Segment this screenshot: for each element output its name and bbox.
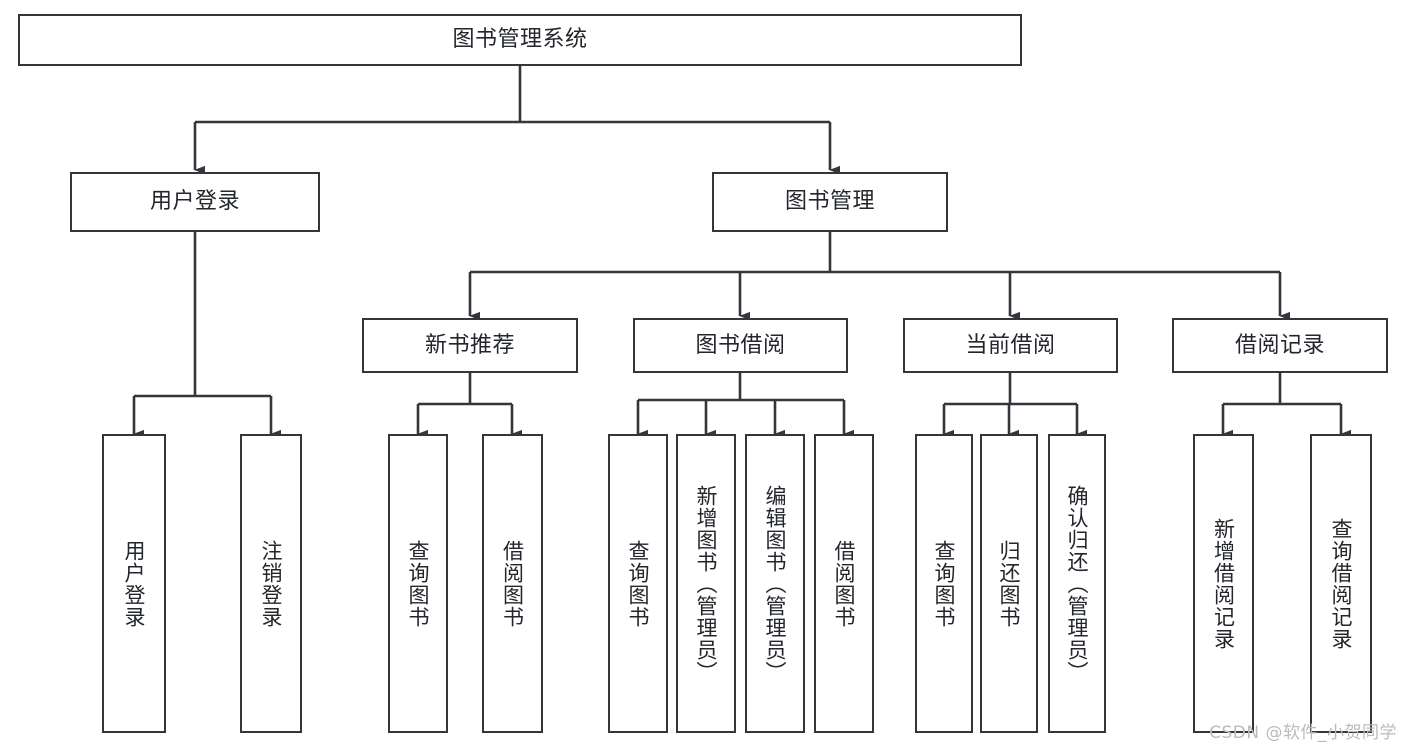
node-leaf-edit-book[interactable]: 编辑图书（管理员） xyxy=(745,434,805,733)
node-leaf-confirm-return[interactable]: 确认归还（管理员） xyxy=(1048,434,1106,733)
node-label: 注销登录 xyxy=(259,539,284,628)
node-label: 查询图书 xyxy=(406,539,431,628)
node-leaf-query-book-1[interactable]: 查询图书 xyxy=(388,434,448,733)
node-label: 查询借阅记录 xyxy=(1329,517,1354,650)
node-label: 图书借阅 xyxy=(695,332,786,358)
node-book-management-system[interactable]: 图书管理系统 xyxy=(18,14,1022,66)
node-leaf-add-book[interactable]: 新增图书（管理员） xyxy=(676,434,736,733)
node-label: 借阅图书 xyxy=(832,539,857,628)
node-leaf-add-record[interactable]: 新增借阅记录 xyxy=(1193,434,1254,733)
node-leaf-borrow-book-2[interactable]: 借阅图书 xyxy=(814,434,874,733)
node-label: 图书管理系统 xyxy=(452,27,588,53)
node-book-borrow[interactable]: 图书借阅 xyxy=(633,318,848,373)
node-label: 用户登录 xyxy=(149,189,240,215)
node-label: 图书管理 xyxy=(784,189,875,215)
node-label: 新增图书（管理员） xyxy=(694,484,719,683)
node-leaf-return-book[interactable]: 归还图书 xyxy=(980,434,1038,733)
node-current-borrow[interactable]: 当前借阅 xyxy=(903,318,1118,373)
node-label: 当前借阅 xyxy=(965,332,1056,358)
node-user-login[interactable]: 用户登录 xyxy=(70,172,320,232)
node-label: 借阅记录 xyxy=(1234,332,1325,358)
csdn-watermark: CSDN @软件_小贺同学 xyxy=(1209,723,1397,743)
node-new-book-recommend[interactable]: 新书推荐 xyxy=(362,318,578,373)
node-leaf-query-book-2[interactable]: 查询图书 xyxy=(608,434,668,733)
node-leaf-query-record[interactable]: 查询借阅记录 xyxy=(1310,434,1372,733)
node-label: 借阅图书 xyxy=(500,539,525,628)
node-label: 查询图书 xyxy=(626,539,651,628)
node-label: 查询图书 xyxy=(932,539,957,628)
node-borrow-record[interactable]: 借阅记录 xyxy=(1172,318,1388,373)
node-leaf-borrow-book-1[interactable]: 借阅图书 xyxy=(482,434,543,733)
node-label: 新增借阅记录 xyxy=(1211,517,1236,650)
node-book-management[interactable]: 图书管理 xyxy=(712,172,948,232)
node-leaf-query-book-3[interactable]: 查询图书 xyxy=(915,434,973,733)
node-label: 新书推荐 xyxy=(424,332,515,358)
node-label: 用户登录 xyxy=(122,539,147,628)
node-label: 归还图书 xyxy=(997,539,1022,628)
node-leaf-user-login[interactable]: 用户登录 xyxy=(102,434,166,733)
node-label: 编辑图书（管理员） xyxy=(763,484,788,683)
node-leaf-logout[interactable]: 注销登录 xyxy=(240,434,302,733)
node-label: 确认归还（管理员） xyxy=(1065,484,1090,683)
